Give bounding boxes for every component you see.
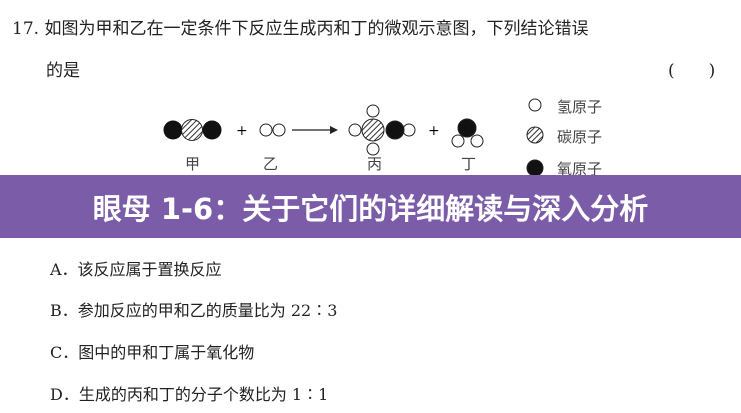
legend-oxygen: 氧原子: [557, 160, 603, 178]
option-c: C．图中的甲和丁属于氧化物: [50, 343, 255, 362]
label-yi: 乙: [263, 155, 279, 173]
title-banner: 眼母 1-6：关于它们的详细解读与深入分析: [0, 175, 741, 238]
carbon-atom-icon: [526, 126, 544, 144]
legend-icons: [526, 98, 544, 177]
option-b: B．参加反应的甲和乙的质量比为 22∶3: [50, 301, 338, 320]
legend-carbon: 碳原子: [557, 128, 603, 146]
legend-hydrogen: 氢原子: [557, 98, 603, 116]
answer-paren: ( ): [668, 61, 716, 81]
label-ding: 丁: [461, 155, 477, 173]
question-stem: 17. 如图为甲和乙在一定条件下反应生成丙和丁的微观示意图，下列结论错误: [12, 14, 588, 39]
question-text-line2: 的是: [46, 61, 80, 81]
molecule-ding: [451, 118, 484, 148]
oxygen-atom-icon: [526, 159, 544, 177]
option-a: A．该反应属于置换反应: [50, 260, 222, 279]
option-d: D．生成的丙和丁的分子个数比为 1∶1: [50, 385, 329, 404]
question-text: 如图为甲和乙在一定条件下反应生成丙和丁的微观示意图，下列结论错误: [44, 19, 589, 39]
label-bing: 丙: [367, 155, 383, 173]
molecule-yi: [259, 123, 286, 137]
plus-sign: +: [236, 123, 248, 139]
arrow-icon: [292, 126, 338, 134]
molecule-bing: [348, 104, 416, 156]
hydrogen-atom-icon: [528, 98, 542, 112]
banner-title: 眼母 1-6：关于它们的详细解读与深入分析: [92, 191, 649, 226]
reaction-diagram: + +: [163, 98, 544, 177]
molecule-jia: [163, 119, 222, 141]
plus-sign: +: [428, 123, 440, 139]
label-jia: 甲: [185, 155, 201, 173]
question-number: 17.: [12, 19, 40, 39]
